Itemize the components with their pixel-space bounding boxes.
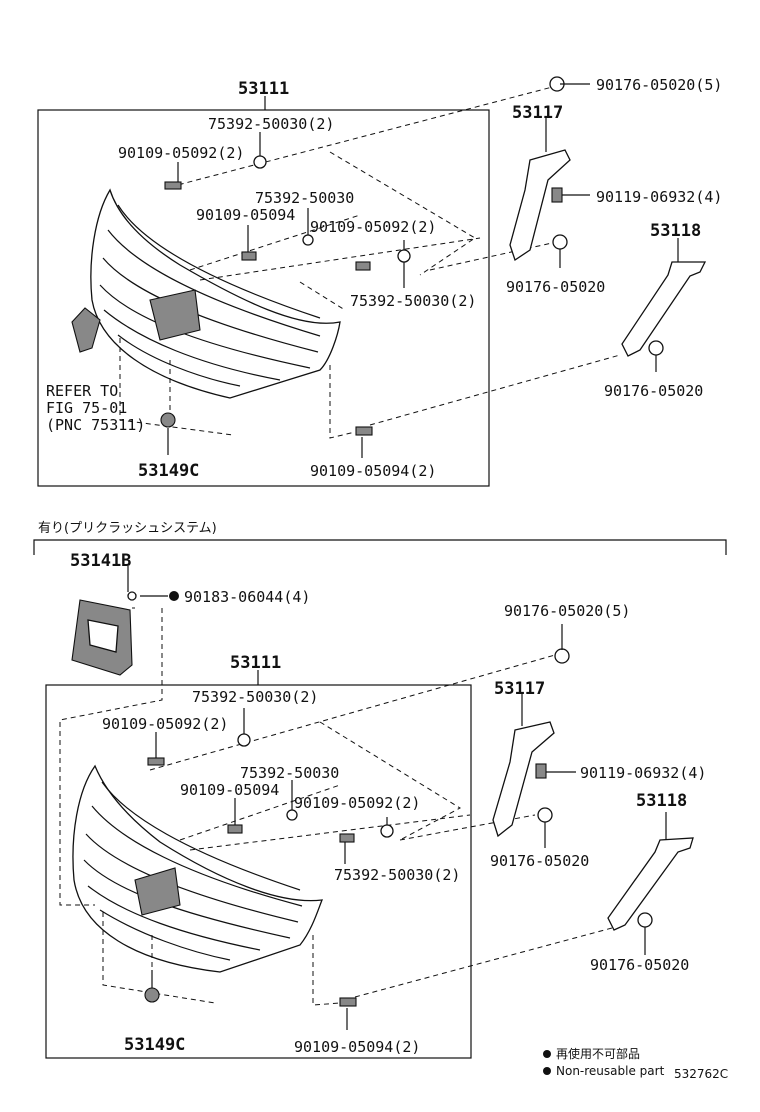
bottom-section: 53141B 90183-06044(4) 53111 53117 53118 … bbox=[45, 551, 706, 1059]
top-label-53118: 53118 bbox=[650, 221, 701, 241]
top-refer-line-1: REFER TO bbox=[46, 382, 118, 400]
top-clip-53149c bbox=[160, 412, 176, 428]
bottom-label-nut-1: 75392-50030 bbox=[240, 764, 339, 782]
top-grille-assembly bbox=[90, 188, 341, 399]
top-label-clip-b: 90176-05020 bbox=[604, 382, 703, 400]
legend-en: Non-reusable part bbox=[556, 1064, 665, 1078]
bottom-label-53149c: 53149C bbox=[124, 1035, 185, 1055]
top-label-53117: 53117 bbox=[512, 103, 563, 123]
bottom-label-nut-2b: 75392-50030(2) bbox=[334, 866, 460, 884]
top-label-screw-2b: 90109-05092(2) bbox=[310, 218, 436, 236]
top-label-nut-1: 75392-50030 bbox=[255, 189, 354, 207]
section-note: 有り(プリクラッシュシステム) bbox=[38, 521, 217, 536]
top-bracket-53117 bbox=[509, 149, 571, 262]
top-label-53111: 53111 bbox=[238, 79, 289, 99]
legend-jp: 再使用不可部品 bbox=[556, 1046, 640, 1061]
bottom-label-clip-a: 90176-05020 bbox=[490, 852, 589, 870]
top-emblem-reference bbox=[71, 307, 101, 353]
bottom-grille-assembly bbox=[72, 764, 324, 973]
bottom-fasteners bbox=[127, 591, 653, 1007]
bottom-label-53141b: 53141B bbox=[70, 551, 131, 571]
legend-bullet-en-icon bbox=[543, 1067, 551, 1075]
bottom-label-screw-2b: 90109-05092(2) bbox=[294, 794, 420, 812]
top-label-nut-2b: 75392-50030(2) bbox=[350, 292, 476, 310]
bottom-clip-53149c bbox=[144, 987, 160, 1003]
top-refer-line-3: (PNC 75311) bbox=[46, 416, 145, 434]
top-label-bolt-4: 90119-06932(4) bbox=[596, 188, 722, 206]
bottom-label-emblem-nut: 90183-06044(4) bbox=[184, 588, 310, 606]
top-label-screw-1: 90109-05094 bbox=[196, 206, 295, 224]
bottom-emblem-nut bbox=[127, 591, 137, 601]
top-grille-frame bbox=[37, 109, 490, 487]
section-bracket bbox=[33, 539, 727, 555]
bottom-label-clip-b: 90176-05020 bbox=[590, 956, 689, 974]
top-label-screw-bottom: 90109-05094(2) bbox=[310, 462, 436, 480]
top-bracket-53118 bbox=[621, 261, 707, 357]
non-reusable-mark-icon bbox=[169, 591, 179, 601]
bottom-label-screw-1: 90109-05094 bbox=[180, 781, 279, 799]
bottom-label-nut-2a: 75392-50030(2) bbox=[192, 688, 318, 706]
legend: 再使用不可部品 Non-reusable part bbox=[543, 1046, 665, 1078]
top-section: 53111 53117 53118 90176-05020(5) 90119-0… bbox=[37, 76, 722, 487]
bottom-bracket-53118 bbox=[607, 837, 694, 931]
bottom-label-53118: 53118 bbox=[636, 791, 687, 811]
legend-bullet-jp-icon bbox=[543, 1050, 551, 1058]
top-label-nut-2a: 75392-50030(2) bbox=[208, 115, 334, 133]
bottom-label-clip-5: 90176-05020(5) bbox=[504, 602, 630, 620]
top-screw-upper bbox=[164, 181, 182, 190]
top-label-53149c: 53149C bbox=[138, 461, 199, 481]
top-label-clip-5: 90176-05020(5) bbox=[596, 76, 722, 94]
figure-id: 532762C bbox=[674, 1067, 728, 1081]
bottom-label-53117: 53117 bbox=[494, 679, 545, 699]
bottom-bracket-53117 bbox=[492, 721, 555, 838]
bottom-label-53111: 53111 bbox=[230, 653, 281, 673]
bottom-label-screw-bottom: 90109-05094(2) bbox=[294, 1038, 420, 1056]
bottom-label-screw-2a: 90109-05092(2) bbox=[102, 715, 228, 733]
top-nut-upper bbox=[253, 155, 267, 169]
top-refer-line-2: FIG 75-01 bbox=[46, 399, 127, 417]
top-label-screw-2a: 90109-05092(2) bbox=[118, 144, 244, 162]
bottom-label-bolt-4: 90119-06932(4) bbox=[580, 764, 706, 782]
top-label-clip-a: 90176-05020 bbox=[506, 278, 605, 296]
